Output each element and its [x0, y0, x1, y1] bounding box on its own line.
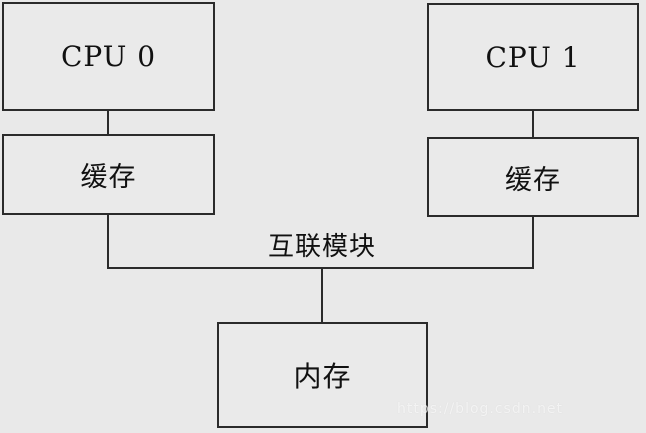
connector-cache-left-bus — [107, 215, 109, 268]
connector-bus-memory — [321, 269, 323, 322]
node-cache-left: 缓存 — [2, 134, 215, 215]
node-cache-right-label: 缓存 — [505, 164, 561, 196]
connector-cpu1-cache — [532, 111, 534, 137]
connector-cpu0-cache — [107, 111, 109, 134]
node-cache-left-label: 缓存 — [80, 162, 137, 193]
node-memory: 内存 — [217, 322, 428, 428]
node-memory-label: 内存 — [293, 360, 352, 393]
watermark-text: https://blog.csdn.net — [397, 401, 564, 417]
connector-cache-right-bus — [532, 217, 534, 268]
node-cpu0-label: CPU 0 — [60, 40, 157, 73]
node-cpu1: CPU 1 — [427, 3, 639, 111]
node-cpu0: CPU 0 — [2, 2, 215, 111]
interconnect-bus-line — [107, 267, 534, 269]
node-cache-right: 缓存 — [427, 137, 639, 217]
interconnect-label: 互联模块 — [267, 232, 376, 262]
node-cpu1-label: CPU 1 — [485, 40, 581, 74]
